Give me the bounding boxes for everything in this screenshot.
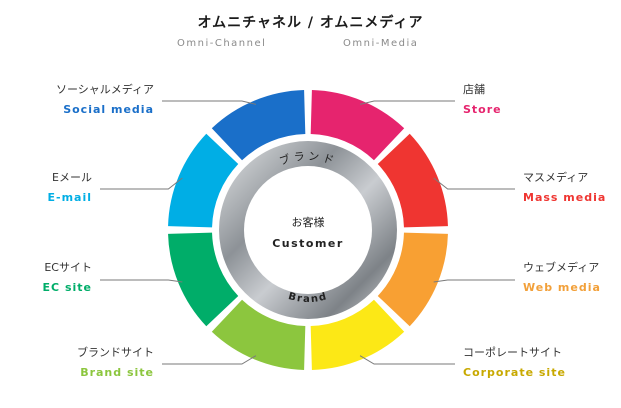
label-web-media: ウェブメディア Web media: [523, 260, 601, 296]
label-e-mail: Eメール E-mail: [47, 170, 92, 206]
customer-center: [244, 166, 372, 294]
label-en: Corporate site: [463, 366, 566, 379]
segment-store: [310, 90, 405, 161]
label-corporate-site: コーポレートサイト Corporate site: [463, 345, 566, 381]
leader-line-ec-site: [100, 279, 183, 283]
page-title: オムニチャネル / オムニメディア: [197, 15, 424, 31]
leader-line-store: [359, 100, 455, 105]
leader-line-web-media: [433, 279, 515, 283]
label-jp: ウェブメディア: [523, 261, 600, 274]
segment-mass-media: [377, 133, 448, 228]
segment-brand-site: [211, 299, 306, 370]
label-jp: ブランドサイト: [77, 346, 154, 359]
label-jp: マスメディア: [523, 171, 589, 184]
ring-label-top: ブランド: [277, 150, 335, 168]
label-jp: Eメール: [52, 171, 92, 184]
subtitle-omni-media: Omni-Media: [343, 38, 419, 49]
label-en: Store: [463, 103, 502, 116]
segment-web-media: [377, 232, 448, 327]
leader-line-brand-site: [162, 355, 257, 365]
ring-label-bottom: Brand: [287, 291, 327, 305]
subtitle-omni-channel: Omni-Channel: [177, 38, 267, 49]
segment-ec-site: [168, 232, 239, 327]
label-ec-site: ECサイト EC site: [43, 260, 92, 296]
leader-line-e-mail: [100, 177, 183, 190]
label-mass-media: マスメディア Mass media: [523, 170, 606, 206]
label-en: EC site: [42, 281, 92, 294]
leader-line-mass-media: [433, 177, 515, 190]
label-en: Mass media: [523, 191, 607, 204]
center-label-en: Customer: [272, 237, 344, 250]
segment-e-mail: [168, 133, 239, 228]
label-jp: ソーシャルメディア: [55, 83, 154, 96]
label-jp: ECサイト: [44, 261, 92, 274]
leader-line-social-media: [162, 100, 257, 105]
segment-corporate-site: [310, 299, 405, 370]
label-en: Web media: [523, 281, 601, 294]
label-en: Social media: [63, 103, 154, 116]
label-en: Brand site: [80, 366, 154, 379]
label-jp: 店舗: [463, 83, 485, 96]
label-social-media: ソーシャルメディア Social media: [56, 82, 154, 118]
segment-social-media: [211, 90, 306, 161]
label-en: E-mail: [47, 191, 92, 204]
label-jp: コーポレートサイト: [463, 346, 562, 359]
svg-text:Brand: Brand: [287, 291, 329, 305]
label-brand-site: ブランドサイト Brand site: [77, 345, 154, 381]
svg-text:ブランド: ブランド: [277, 150, 338, 168]
leader-line-corporate-site: [359, 355, 455, 365]
center-label-jp: お客様: [292, 215, 325, 229]
label-store: 店舗 Store: [463, 82, 502, 118]
